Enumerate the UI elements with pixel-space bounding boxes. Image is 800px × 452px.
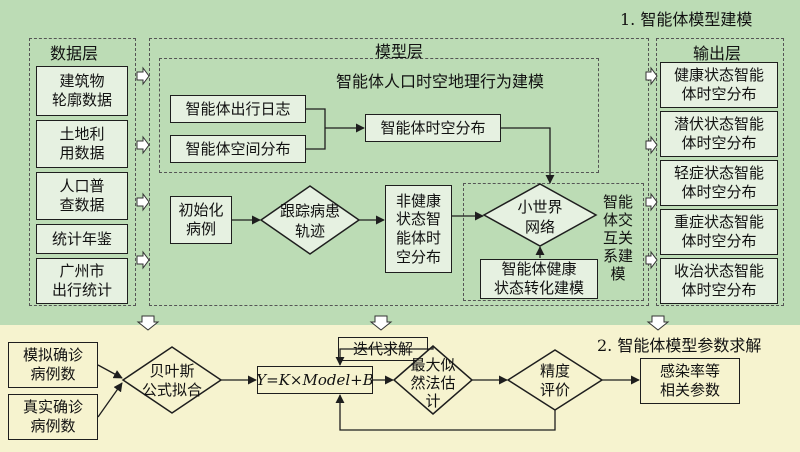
mle-text: 最大似 xyxy=(410,356,455,374)
bayes-fit-text-2: 公式拟合 xyxy=(142,381,202,399)
data-item-guangzhou-travel: 广州市出行统计 xyxy=(36,258,128,304)
real-cases-box: 真实确诊病例数 xyxy=(8,394,98,440)
accuracy-text-2: 评价 xyxy=(540,381,570,399)
output-severe: 重症状态智能体时空分布 xyxy=(660,209,778,255)
output-treated: 收治状态智能体时空分布 xyxy=(660,258,778,304)
output-layer-frame xyxy=(656,38,784,306)
hollow-arrow-down-right xyxy=(646,315,670,331)
hollow-arrow-down-middle xyxy=(369,315,393,331)
data-item-census: 人口普查数据 xyxy=(36,172,128,220)
output-healthy: 健康状态智能体时空分布 xyxy=(660,62,778,108)
hollow-arrow-data-to-model-1 xyxy=(136,66,150,86)
spatiotemporal-distribution-box: 智能体时空分布 xyxy=(365,114,501,142)
model-layer-frame xyxy=(149,38,649,306)
connector-iterative-loop xyxy=(335,346,434,366)
hollow-arrow-data-to-model-3 xyxy=(136,192,150,212)
init-cases-box: 初始化病例 xyxy=(170,196,232,244)
equation-box: Y=K×Model+B xyxy=(256,366,374,394)
model-layer-title: 模型层 xyxy=(375,42,424,61)
small-world-text: 小世界 xyxy=(517,198,562,216)
spatiotemporal-title: 智能体人口时空地理行为建模 xyxy=(336,72,545,91)
small-world-diamond xyxy=(482,183,598,247)
bayes-fit-text: 贝叶斯 xyxy=(149,362,194,380)
hollow-arrow-model-to-output-2 xyxy=(645,135,658,155)
data-item-land-use: 土地利用数据 xyxy=(36,120,128,168)
non-healthy-distribution-box: 非健康状态智能体时空分布 xyxy=(385,185,452,273)
connector-accuracy-feedback xyxy=(335,394,556,431)
space-distribution-box: 智能体空间分布 xyxy=(170,135,306,163)
stage2-title: 2. 智能体模型参数求解 xyxy=(597,336,762,355)
track-patient-text: 跟踪病患 xyxy=(280,202,340,220)
interaction-label: 智能 体交 互关 系建 模 xyxy=(603,193,634,283)
track-patient-text-2: 轨迹 xyxy=(295,222,325,240)
output-layer-title: 输出层 xyxy=(693,44,742,63)
hollow-arrow-model-to-output-1 xyxy=(645,66,658,86)
output-mild: 轻症状态智能体时空分布 xyxy=(660,160,778,206)
hollow-arrow-model-to-output-3 xyxy=(645,192,658,212)
infection-params-box: 感染率等相关参数 xyxy=(640,358,740,404)
mle-text-3: 计 xyxy=(425,392,440,410)
connector-simulated-to-bayes xyxy=(97,364,123,379)
spatiotemporal-frame xyxy=(159,58,599,173)
layer-flow-arrows xyxy=(136,66,670,331)
accuracy-text: 精度 xyxy=(540,362,570,380)
connector-real-to-bayes xyxy=(97,382,123,418)
output-latent: 潜伏状态智能体时空分布 xyxy=(660,111,778,157)
hollow-arrow-model-to-output-4 xyxy=(645,250,658,270)
data-item-building-outline: 建筑物轮廓数据 xyxy=(36,66,128,116)
hollow-arrow-data-to-model-2 xyxy=(136,135,150,155)
connector-to-small-world xyxy=(501,127,555,184)
track-patient-diamond xyxy=(259,185,361,255)
mle-text-2: 然法估 xyxy=(410,374,455,392)
data-layer-frame xyxy=(29,38,136,306)
connector-log-merge xyxy=(306,108,326,150)
stage1-title: 1. 智能体模型建模 xyxy=(620,10,753,29)
simulated-cases-box: 模拟确诊病例数 xyxy=(8,342,98,388)
accuracy-diamond xyxy=(506,349,604,411)
hollow-arrow-down-left xyxy=(136,315,160,331)
travel-log-box: 智能体出行日志 xyxy=(170,95,306,123)
small-world-text-2: 网络 xyxy=(525,218,555,236)
health-transition-box: 智能体健康状态转化建模 xyxy=(480,259,598,299)
hollow-arrow-data-to-model-4 xyxy=(136,250,150,270)
data-item-yearbook: 统计年鉴 xyxy=(36,224,128,254)
data-layer-title: 数据层 xyxy=(50,44,99,63)
bayes-fit-diamond xyxy=(121,346,223,414)
